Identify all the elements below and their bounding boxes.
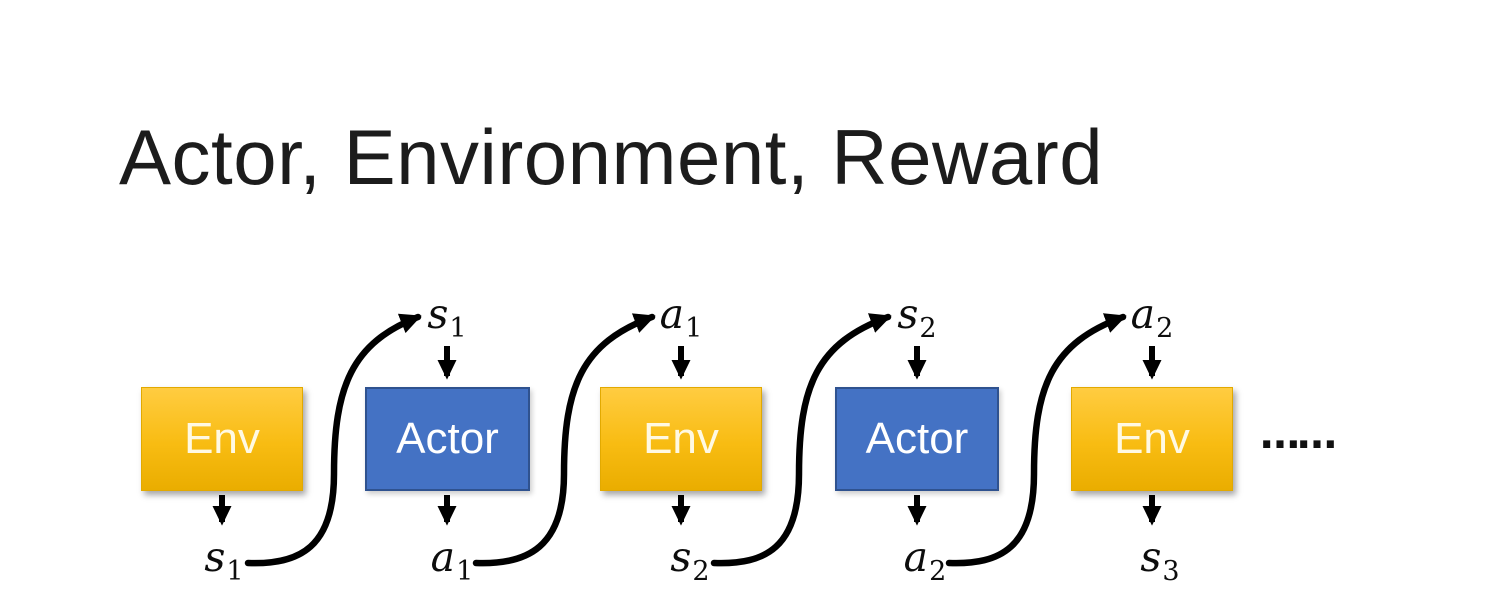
env-box-label: Env (1114, 414, 1190, 463)
env-box-3: Env (600, 387, 762, 491)
top-label-s1: s1 (427, 290, 467, 344)
bottom-label-a1: a1 (430, 533, 474, 587)
top-label-s2: s2 (897, 290, 937, 344)
actor-box-4: Actor (835, 387, 999, 491)
flow-curve-a1 (472, 313, 656, 567)
flow-curve-a2 (945, 313, 1127, 567)
bottom-label-s3: s3 (1140, 533, 1180, 587)
flow-curve-s2 (710, 313, 892, 567)
env-box-5: Env (1071, 387, 1233, 491)
env-box-label: Env (643, 414, 719, 463)
actor-box-label: Actor (865, 414, 969, 463)
bottom-label-s1: s1 (204, 533, 244, 587)
continuation-ellipsis: …… (1260, 412, 1337, 458)
actor-box-2: Actor (365, 387, 530, 491)
env-box-1: Env (141, 387, 303, 491)
bottom-label-s2: s2 (670, 533, 710, 587)
top-label-a2: a2 (1130, 290, 1174, 344)
env-box-label: Env (184, 414, 260, 463)
bottom-label-a2: a2 (903, 533, 947, 587)
slide-title: Actor, Environment, Reward (119, 113, 1104, 201)
actor-box-label: Actor (396, 414, 499, 463)
top-label-a1: a1 (659, 290, 703, 344)
flow-curve-s1 (244, 313, 422, 567)
